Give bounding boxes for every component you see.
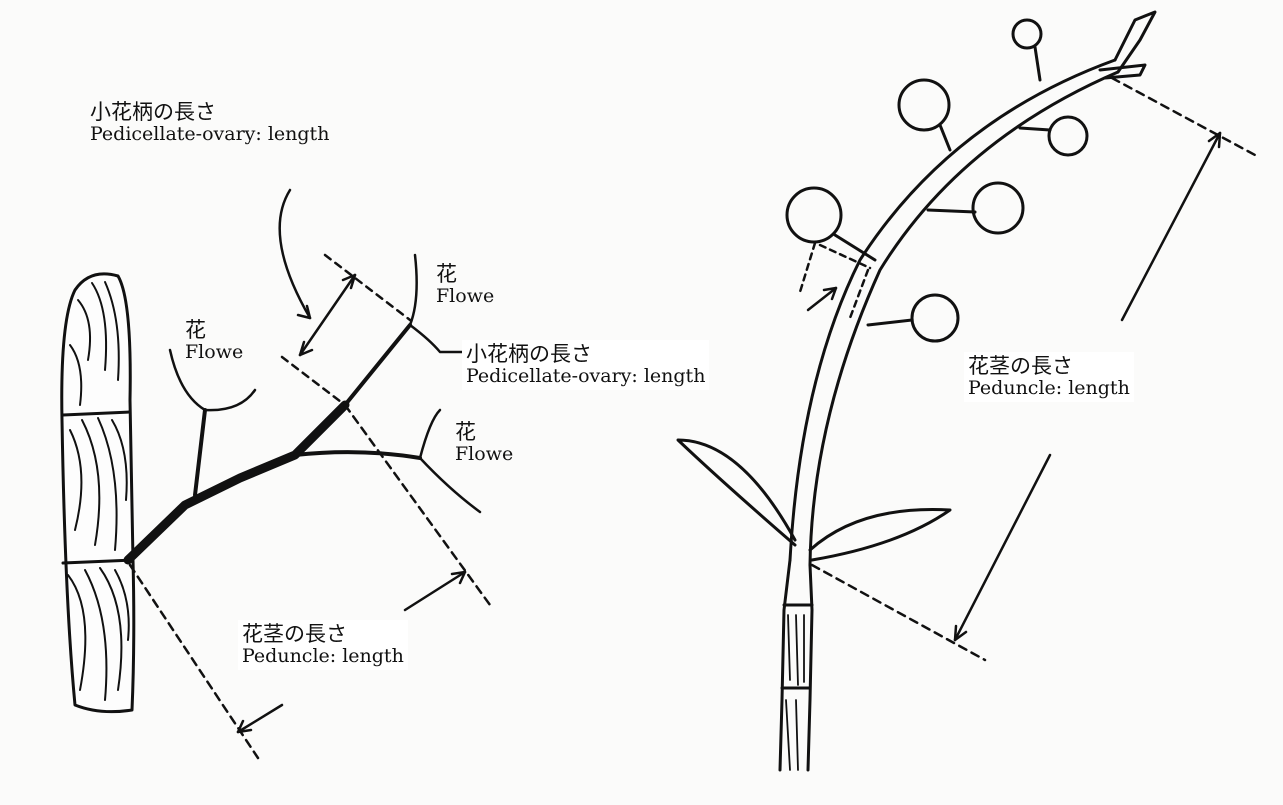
label-pedicel-mid: 小花柄の長さ Pedicellate-ovary: length [462, 340, 709, 390]
label-peduncle-right-en: Peduncle: length [968, 378, 1130, 400]
label-flower-left: 花 Flowe [185, 318, 243, 364]
right-flower-buds [787, 12, 1155, 341]
label-peduncle-right: 花茎の長さ Peduncle: length [964, 352, 1134, 402]
label-flower-upper-jp: 花 [436, 262, 494, 286]
right-stem [780, 60, 1118, 770]
label-pedicel-top: 小花柄の長さ Pedicellate-ovary: length [90, 100, 329, 146]
left-stem [62, 274, 134, 712]
label-pedicel-mid-en: Pedicellate-ovary: length [466, 366, 705, 388]
label-flower-upper: 花 Flowe [436, 262, 494, 308]
label-peduncle-left-jp: 花茎の長さ [242, 622, 404, 646]
left-pedicel-measure [280, 190, 410, 405]
label-pedicel-top-jp: 小花柄の長さ [90, 100, 329, 124]
label-flower-lower: 花 Flowe [455, 420, 513, 466]
label-peduncle-left-en: Peduncle: length [242, 646, 404, 668]
label-flower-upper-en: Flowe [436, 286, 494, 308]
right-pedicel-measure [800, 243, 870, 318]
label-peduncle-left: 花茎の長さ Peduncle: length [238, 620, 408, 670]
label-peduncle-right-jp: 花茎の長さ [968, 354, 1130, 378]
label-flower-left-en: Flowe [185, 342, 243, 364]
left-flower-outlines [170, 255, 480, 512]
label-pedicel-mid-jp: 小花柄の長さ [466, 342, 705, 366]
label-flower-left-jp: 花 [185, 318, 243, 342]
left-peduncle-measure [130, 405, 490, 758]
label-flower-lower-en: Flowe [455, 444, 513, 466]
label-pedicel-top-en: Pedicellate-ovary: length [90, 124, 329, 146]
label-flower-lower-jp: 花 [455, 420, 513, 444]
